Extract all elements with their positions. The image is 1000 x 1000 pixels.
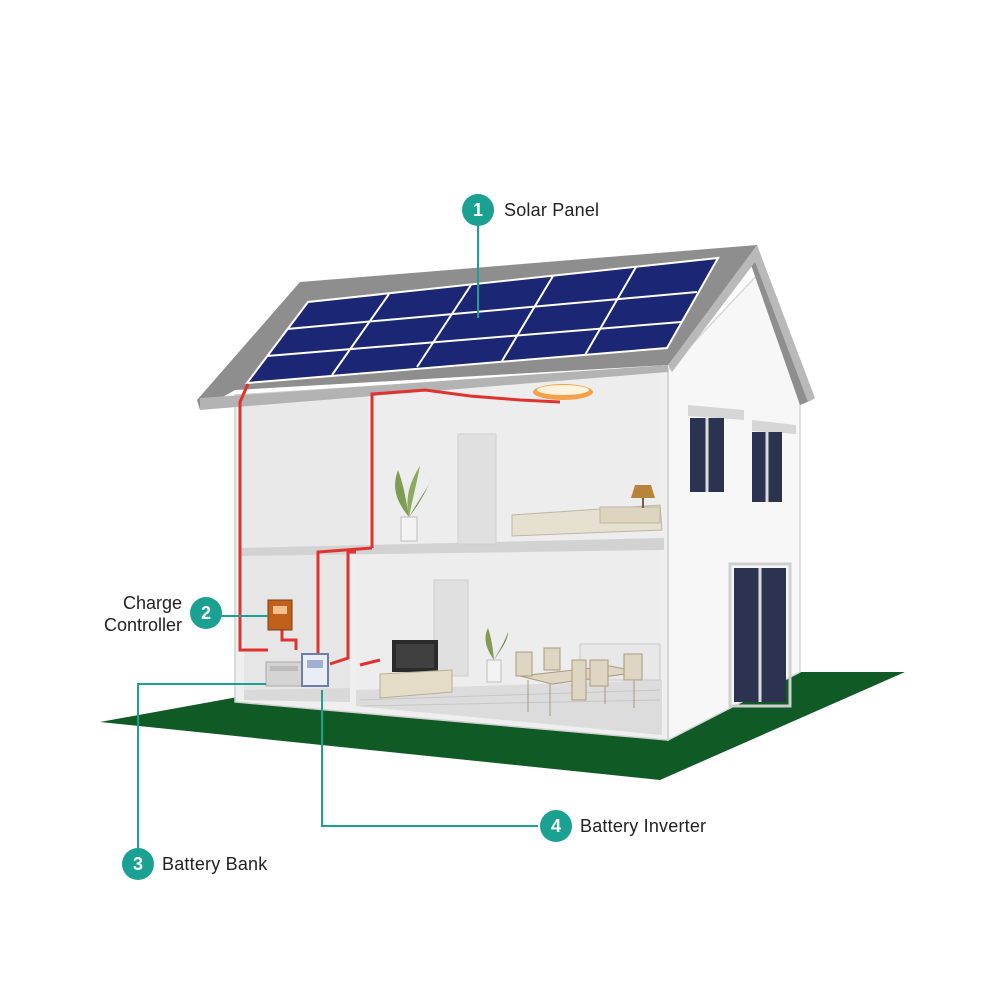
callout-solar-panel: 1 Solar Panel [462,194,599,226]
callout-label-battery-bank: Battery Bank [162,853,268,874]
upper-left-room [244,396,368,550]
solar-panel-array [244,256,720,385]
callout-battery-inverter: 4 Battery Inverter [540,810,706,842]
upper-right-room [372,372,662,548]
callout-number-4: 4 [540,810,572,842]
leader-lines [137,226,538,848]
lamp [631,485,655,498]
battery-inverter-unit [301,653,329,687]
callout-number-2: 2 [190,597,222,629]
callout-number-1: 1 [462,194,494,226]
dining-set [515,647,643,716]
charge-controller-label-line2: Controller [103,615,182,635]
lower-plant [485,628,508,683]
callout-number-3: 3 [122,848,154,880]
side-windows [688,405,796,708]
battery-bank-unit [265,661,303,687]
upper-plant [395,466,432,542]
floor-slab [240,538,664,556]
upper-door [457,433,497,545]
charge-controller-label-line1: Charge [122,593,182,613]
lower-door [433,579,469,677]
callout-charge-controller: 2 [190,597,222,629]
charge-controller-unit [267,599,293,631]
callout-battery-bank: 3 Battery Bank [122,848,267,880]
callout-label-battery-inverter: Battery Inverter [580,815,707,836]
callout-label-solar-panel: Solar Panel [504,199,600,220]
callout-label-charge-controller: Charge Controller [104,592,182,636]
tv-cabinet [379,669,453,699]
